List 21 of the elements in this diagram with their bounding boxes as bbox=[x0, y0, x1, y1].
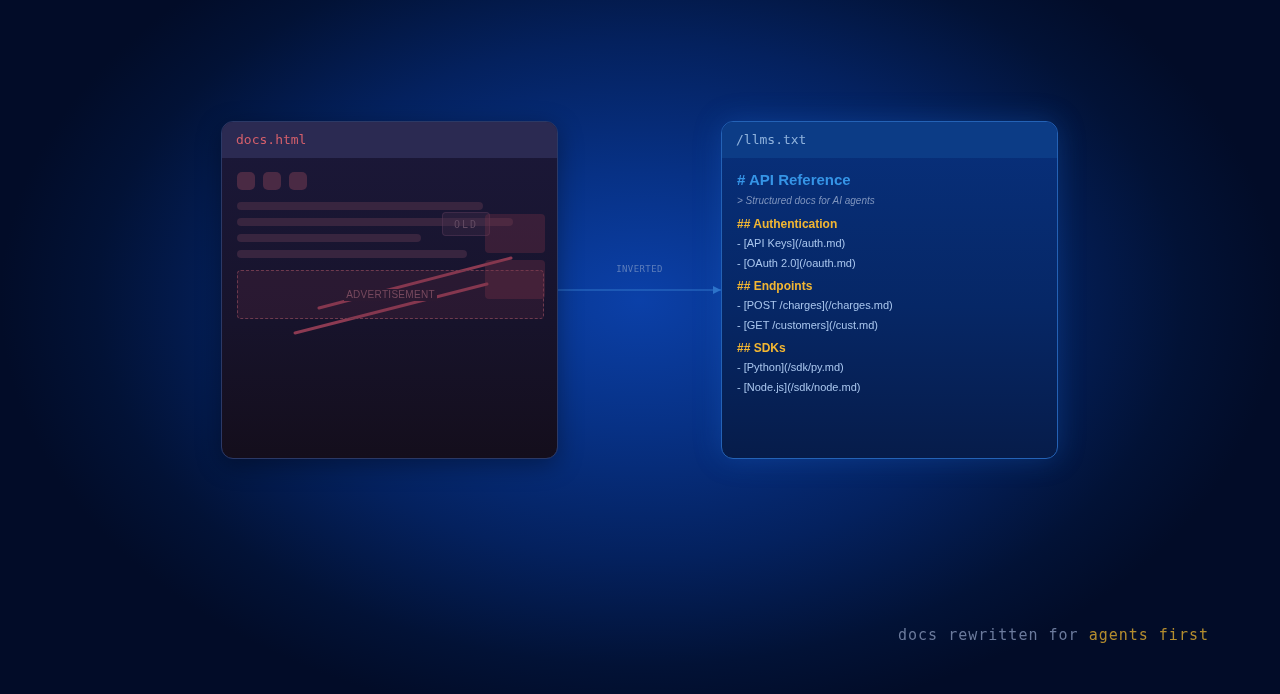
markdown-link-item: - [GET /customers](/cust.md) bbox=[737, 317, 878, 333]
markdown-link-item: - [POST /charges](/charges.md) bbox=[737, 298, 893, 313]
markdown-quote: > Structured docs for AI agents bbox=[737, 194, 875, 208]
file-name: /llms.txt bbox=[736, 131, 807, 149]
arrow bbox=[557, 286, 722, 294]
markdown-heading: # API Reference bbox=[737, 170, 851, 190]
markdown-subheading: ## Endpoints bbox=[737, 278, 813, 295]
markdown-link-item: - [Python](/sdk/py.md) bbox=[737, 360, 844, 375]
edge-label: INVERTED bbox=[616, 263, 663, 275]
ad-banner bbox=[237, 270, 544, 319]
markdown-link-item: - [API Keys](/auth.md) bbox=[737, 236, 846, 251]
outdated-tag: OLD bbox=[442, 212, 490, 236]
file-name: docs.html bbox=[236, 131, 307, 149]
markdown-subheading: ## SDKs bbox=[737, 340, 786, 357]
ad-label: ADVERTISEMENT bbox=[344, 288, 437, 301]
markdown-link-item: - [OAuth 2.0](/oauth.md) bbox=[737, 255, 856, 271]
file-panel bbox=[221, 121, 558, 459]
tagline: docs rewritten for agents first bbox=[898, 625, 1209, 645]
markdown-link-item: - [Node.js](/sdk/node.md) bbox=[737, 379, 861, 395]
markdown-subheading: ## Authentication bbox=[737, 216, 838, 233]
file-panel bbox=[721, 121, 1058, 459]
